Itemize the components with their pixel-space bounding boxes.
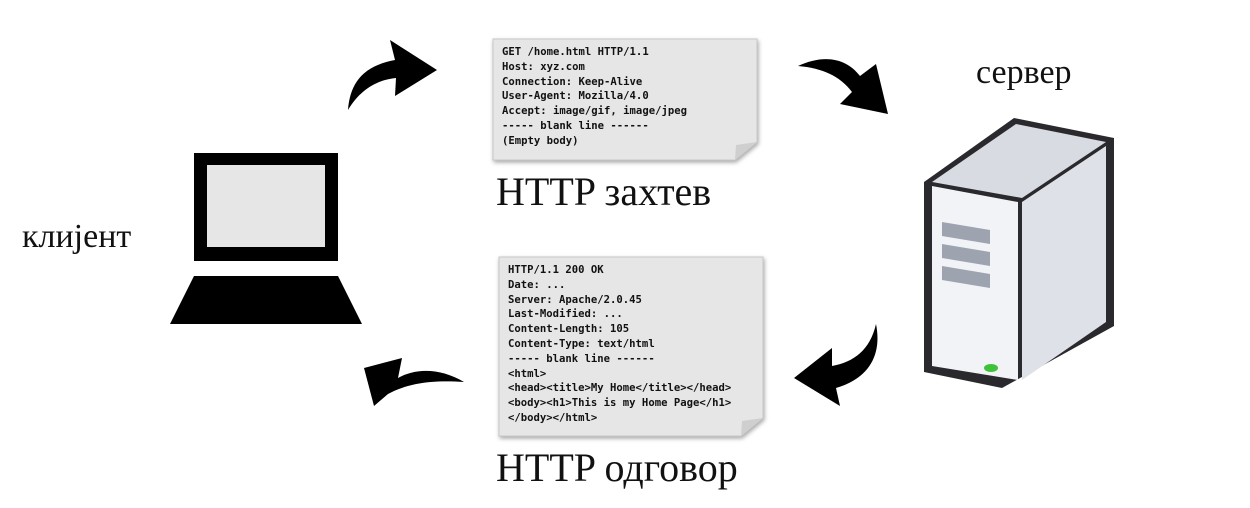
client-label: клијент [22, 218, 132, 255]
response-document: HTTP/1.1 200 OK Date: ... Server: Apache… [496, 254, 766, 440]
arrow-icon [792, 322, 886, 408]
response-line: <body><h1>This is my Home Page</h1> [508, 397, 732, 410]
response-line: <head><title>My Home</title></head> [508, 382, 732, 395]
response-line: HTTP/1.1 200 OK [508, 264, 604, 276]
request-message: GET /home.html HTTP/1.1 Host: xyz.com Co… [502, 45, 687, 149]
response-line: Content-Length: 105 [508, 323, 630, 336]
request-document: GET /home.html HTTP/1.1 Host: xyz.com Co… [490, 36, 760, 164]
response-line: Server: Apache/2.0.45 [508, 293, 642, 306]
request-line: (Empty body) [502, 134, 579, 147]
response-line: Last-Modified: ... [508, 308, 623, 321]
request-line: GET /home.html HTTP/1.1 [502, 46, 649, 58]
server-icon [918, 110, 1118, 390]
arrow-icon [360, 346, 468, 408]
request-line: ----- blank line ------ [502, 119, 649, 132]
response-line: Date: ... [508, 278, 566, 291]
response-line: <html> [508, 367, 547, 380]
response-line: Content-Type: text/html [508, 337, 655, 350]
response-message: HTTP/1.1 200 OK Date: ... Server: Apache… [508, 263, 731, 426]
request-caption: HTTP захтев [496, 169, 712, 214]
response-caption: HTTP одговор [496, 445, 738, 490]
request-line: Accept: image/gif, image/jpeg [502, 105, 687, 118]
arrow-icon [340, 32, 445, 114]
laptop-icon [168, 150, 368, 326]
request-line: Connection: Keep-Alive [502, 75, 643, 88]
request-line: Host: xyz.com [502, 60, 585, 73]
response-line: ----- blank line ------ [508, 352, 655, 365]
arrow-icon [796, 52, 896, 118]
server-label: сервер [976, 54, 1072, 91]
request-line: User-Agent: Mozilla/4.0 [502, 90, 649, 103]
response-line: </body></html> [508, 411, 598, 424]
